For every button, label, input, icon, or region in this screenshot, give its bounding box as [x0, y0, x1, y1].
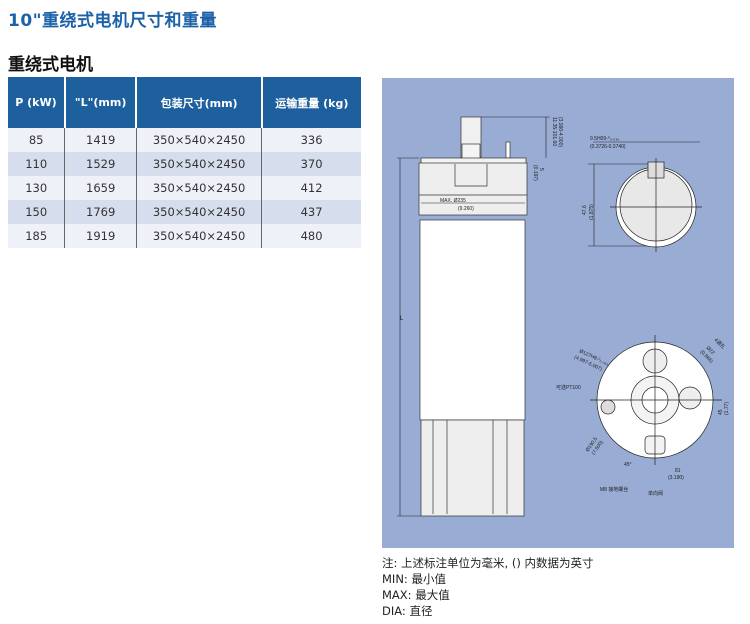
key-inch-label: (0.3726-0.3740)	[590, 144, 626, 150]
right-dim-label: 45	[718, 409, 724, 415]
shaft-cross-section	[610, 158, 702, 252]
section-title: 重绕式电机	[8, 55, 93, 75]
max-diameter-label: MAX. Ø235	[440, 198, 466, 204]
cell: 336	[261, 128, 361, 152]
motor-side-view	[418, 116, 528, 517]
gap-inch-label: (0.197)	[532, 165, 538, 181]
col-header-length: "L"(mm)	[64, 77, 138, 128]
col-header-weight: 运输重量 (kg)	[261, 77, 361, 128]
max-diameter-inch-label: (9.260)	[458, 206, 474, 212]
cell: 350×540×2450	[136, 152, 263, 176]
shaft-diameter-label: 47.6	[582, 205, 588, 215]
cell: 350×540×2450	[136, 176, 263, 200]
note-max: MAX: 最大值	[382, 588, 450, 602]
right-dim-inch-label: (1.77)	[724, 402, 730, 415]
key-label: 9.5H09-⁰₀.₀₃₆	[590, 136, 619, 142]
cell: 1419	[64, 128, 137, 152]
cell: 1529	[64, 152, 137, 176]
note-units: 注: 上述标注单位为毫米, () 内数据为英寸	[382, 556, 594, 570]
page-title: 10"重绕式电机尺寸和重量	[8, 11, 218, 31]
cell: 480	[261, 224, 361, 248]
motor-technical-drawing: L MAX. Ø235 (9.260) 11.35-101.60 (3.990-…	[397, 116, 730, 517]
note-dia: DIA: 直径	[382, 604, 433, 618]
offset-label: 81	[675, 468, 681, 474]
length-label: L	[400, 316, 404, 322]
cell: 350×540×2450	[136, 224, 263, 248]
pt100-label: 可选PT100	[556, 384, 581, 391]
holes-diameter-label: Ø22	[705, 345, 716, 356]
col-header-package: 包装尺寸(mm)	[136, 77, 263, 128]
shaft-length-inch-label: (3.990-4.000)	[557, 117, 563, 147]
gap-label: 5	[538, 168, 544, 171]
check-valve-label: 单向阀	[648, 490, 663, 497]
offset-inch-label: (3.190)	[668, 475, 684, 481]
cell: 1769	[64, 200, 137, 224]
ground-screw-label: M8 接地螺丝	[600, 486, 628, 493]
cell: 150	[8, 200, 66, 224]
cell: 437	[261, 200, 361, 224]
col-header-power: P (kW)	[8, 77, 66, 128]
cell: 350×540×2450	[136, 128, 263, 152]
note-min: MIN: 最小值	[382, 572, 446, 586]
cell: 85	[8, 128, 66, 152]
cell: 185	[8, 224, 66, 248]
angle-label: 45°	[624, 462, 632, 468]
motor-bottom-view	[590, 335, 722, 465]
shaft-length-label: 11.35-101.60	[551, 117, 557, 146]
cell: 412	[261, 176, 361, 200]
cell: 1659	[64, 176, 137, 200]
cell: 110	[8, 152, 66, 176]
cell: 130	[8, 176, 66, 200]
holes-label: 4通孔	[713, 336, 727, 350]
shaft-diameter-inch-label: (1.875)	[589, 204, 595, 220]
cell: 350×540×2450	[136, 200, 263, 224]
cell: 1919	[64, 224, 137, 248]
notes: 注: 上述标注单位为毫米, () 内数据为英寸 MIN: 最小值 MAX: 最大…	[382, 555, 593, 619]
cell: 370	[261, 152, 361, 176]
